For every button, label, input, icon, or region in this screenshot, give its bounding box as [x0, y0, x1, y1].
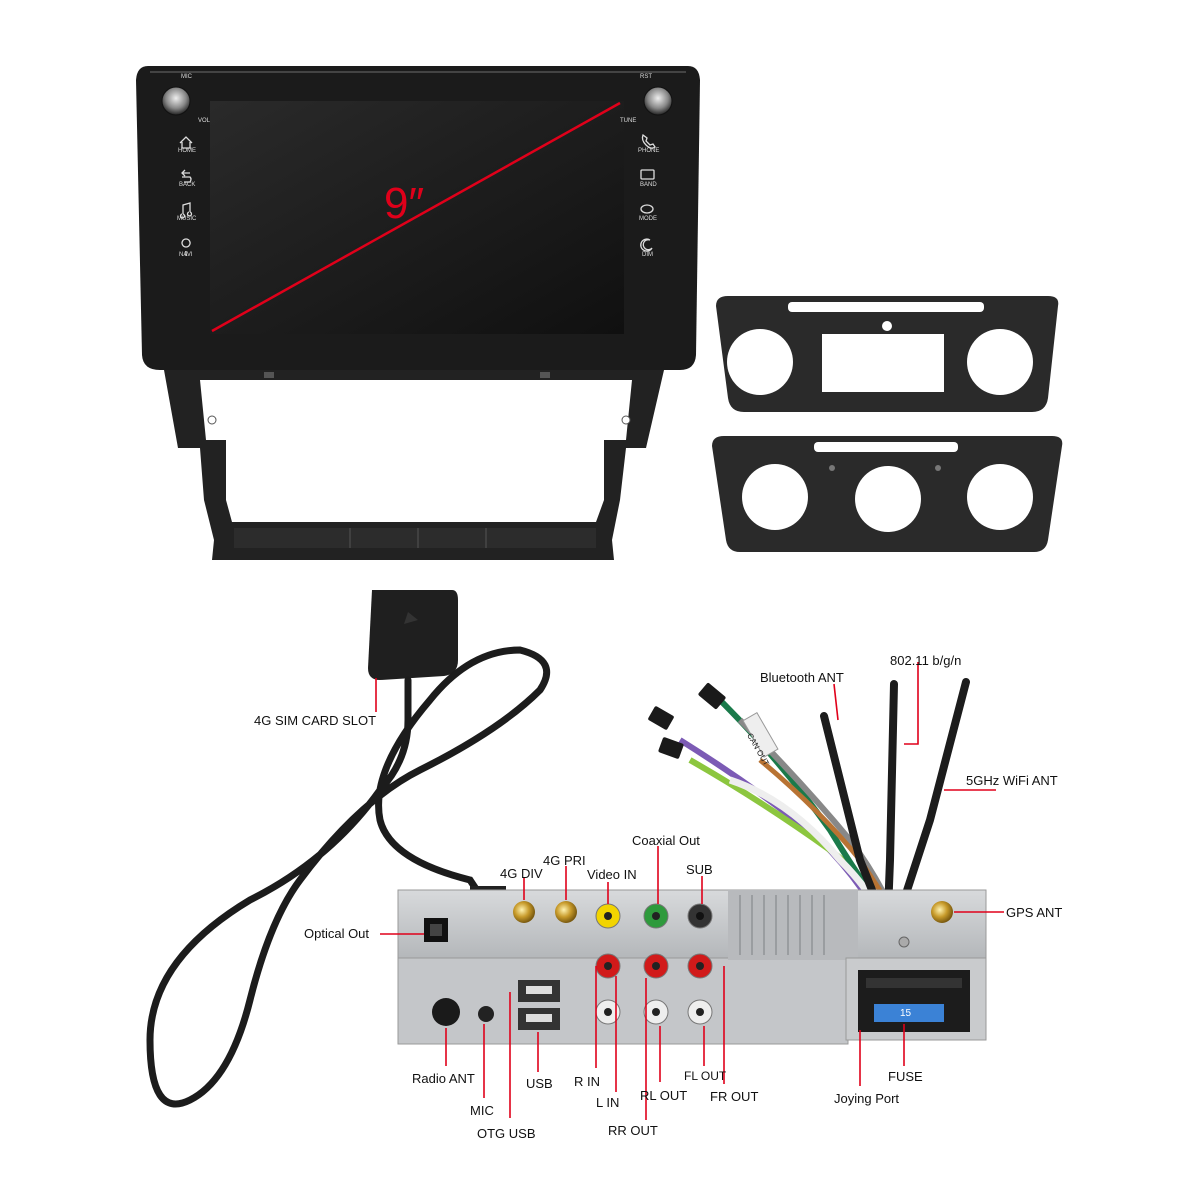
label-wifi-24: 802.11 b/g/n	[890, 653, 962, 668]
4g-pri-port	[555, 901, 577, 923]
label-sim-card-slot: 4G SIM CARD SLOT	[254, 713, 377, 728]
label-joying-port: Joying Port	[834, 1091, 900, 1106]
diagonal-measure-line	[211, 101, 621, 333]
label-fr-out: FR OUT	[710, 1089, 759, 1104]
label-fl-out: FL OUT	[684, 1069, 727, 1083]
radio-ant-port	[432, 998, 460, 1026]
label-optical-out: Optical Out	[304, 926, 370, 941]
head-unit	[136, 66, 700, 560]
phone-button-label[interactable]: PHONE	[638, 148, 660, 154]
rst-top-label: RST	[640, 74, 652, 80]
label-mic: MIC	[470, 1103, 494, 1118]
volume-knob	[161, 86, 191, 116]
fuse	[874, 1004, 944, 1022]
back-icon	[181, 169, 192, 183]
mode-button-label[interactable]: MODE	[639, 216, 657, 222]
music-button-label[interactable]: MUSIC	[177, 216, 197, 222]
home-icon	[179, 136, 193, 149]
label-rr-out: RR OUT	[608, 1123, 658, 1138]
label-gps-ant: GPS ANT	[1006, 905, 1063, 920]
label-usb: USB	[526, 1076, 553, 1091]
radio-icon	[640, 169, 655, 180]
label-r-in: R IN	[574, 1074, 600, 1089]
dim-icon	[640, 238, 653, 252]
vol-label: VOL	[198, 118, 211, 124]
climate-panel-upper	[716, 296, 1059, 412]
wifi-24-antenna	[884, 680, 898, 916]
label-l-in: L IN	[596, 1095, 620, 1110]
tune-knob	[643, 86, 673, 116]
dim-button-label[interactable]: DIM	[642, 252, 653, 258]
screen-size-label: 9″	[384, 179, 425, 228]
navi-icon	[181, 238, 191, 256]
label-4g-div: 4G DIV	[500, 866, 543, 881]
navi-button-label[interactable]: NAVI	[179, 252, 193, 258]
climate-panel-lower	[712, 436, 1063, 552]
label-bluetooth-ant: Bluetooth ANT	[760, 670, 844, 685]
label-wifi-5: 5GHz WiFi ANT	[966, 773, 1058, 788]
mode-icon	[640, 204, 654, 214]
home-button-label[interactable]: HOME	[178, 148, 196, 154]
phone-icon	[641, 133, 656, 149]
back-button-label[interactable]: BACK	[179, 182, 196, 188]
label-otg-usb: OTG USB	[477, 1126, 536, 1141]
label-radio-ant: Radio ANT	[412, 1071, 475, 1086]
fuse-value: 15	[900, 1008, 912, 1019]
label-sub: SUB	[686, 862, 713, 877]
label-rl-out: RL OUT	[640, 1088, 688, 1103]
label-coaxial-out: Coaxial Out	[632, 833, 700, 848]
label-video-in: Video IN	[587, 867, 637, 882]
chassis-rear	[397, 889, 987, 1045]
music-icon	[179, 202, 193, 219]
mic-top-label: MIC	[181, 74, 192, 80]
wifi-5-antenna	[896, 678, 970, 916]
label-fuse: FUSE	[888, 1069, 923, 1084]
gps-ant-port	[931, 901, 953, 923]
label-4g-pri: 4G PRI	[543, 853, 586, 868]
tune-label: TUNE	[620, 118, 637, 124]
4g-div-port	[513, 901, 535, 923]
band-button-label[interactable]: BAND	[640, 182, 657, 188]
callout-lines	[375, 662, 1004, 1120]
mic-jack	[478, 1006, 494, 1022]
